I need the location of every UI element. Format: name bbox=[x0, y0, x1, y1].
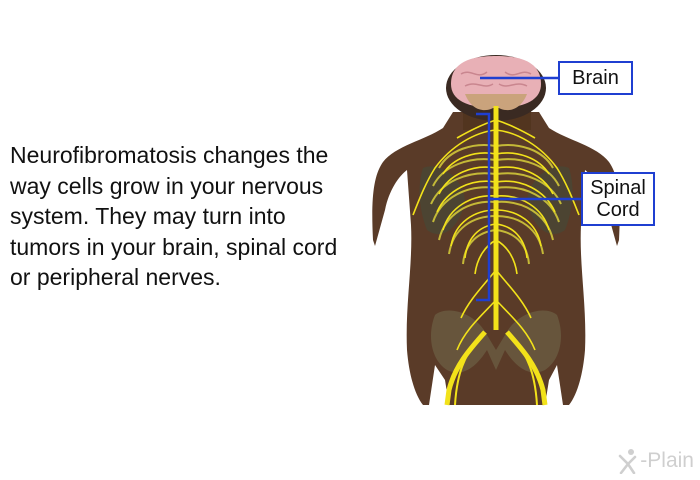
description-text: Neurofibromatosis changes the way cells … bbox=[10, 142, 338, 290]
spinal-cord-label: Spinal Cord bbox=[581, 172, 655, 226]
nervous-system-illustration bbox=[372, 55, 620, 406]
brain-label-text: Brain bbox=[572, 67, 619, 89]
spinal-cord-label-line2: Cord bbox=[596, 199, 640, 221]
cerebellum bbox=[465, 94, 527, 111]
brain-label: Brain bbox=[558, 61, 633, 95]
xplain-logo: -Plain bbox=[617, 448, 694, 474]
leg-nerves bbox=[444, 330, 548, 406]
spinal-cord-bracket bbox=[476, 112, 491, 302]
xplain-logo-text: -Plain bbox=[640, 449, 694, 472]
spinal-cord-label-line1: Spinal bbox=[590, 177, 646, 199]
xplain-figure-icon bbox=[618, 449, 637, 474]
nerves bbox=[412, 119, 580, 351]
